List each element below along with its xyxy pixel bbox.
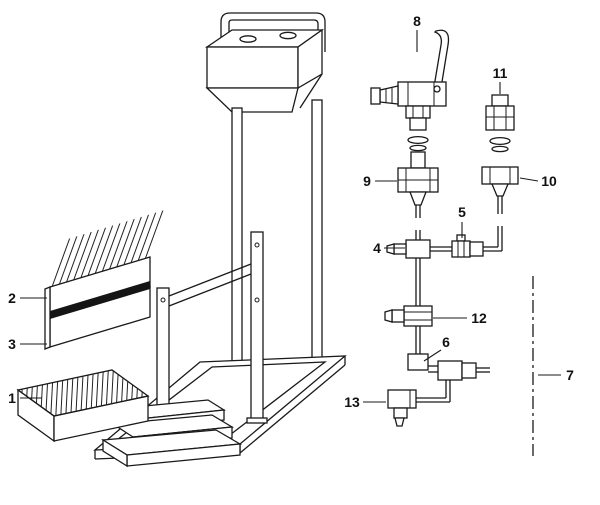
guard-crossbar bbox=[168, 273, 252, 307]
elbow-13-barb bbox=[394, 417, 405, 427]
valve-handle bbox=[433, 29, 450, 89]
part-label-11: 11 bbox=[493, 65, 508, 81]
valve-spout-tip bbox=[370, 87, 381, 105]
frame-tube-right bbox=[311, 99, 323, 359]
tee-12 bbox=[403, 305, 433, 327]
base-brush bbox=[16, 369, 150, 443]
part-label-3: 3 bbox=[8, 336, 16, 352]
valve-spout bbox=[379, 85, 399, 105]
brush-dark-band bbox=[50, 281, 150, 319]
tee-4 bbox=[405, 239, 431, 259]
step-side-1 bbox=[102, 438, 128, 468]
washer bbox=[489, 136, 511, 146]
elbow-13-down-leg bbox=[393, 407, 408, 419]
plumbing-assembly bbox=[370, 29, 519, 427]
tee-5 bbox=[451, 240, 471, 258]
valve-pivot-bolt bbox=[433, 85, 441, 93]
bracket-10 bbox=[481, 166, 519, 185]
part-labels: 1 2 3 4 5 6 7 8 9 10 11 12 13 bbox=[8, 13, 574, 410]
tee-4-left-outlet bbox=[393, 243, 407, 255]
washer bbox=[409, 144, 427, 152]
tee-4-barb bbox=[386, 243, 395, 255]
nozzle-9 bbox=[409, 191, 427, 206]
guard-foot-right bbox=[246, 417, 268, 424]
tank-hole-right bbox=[279, 31, 297, 40]
part-label-7: 7 bbox=[566, 367, 574, 383]
tank-hole-left bbox=[239, 35, 257, 43]
stand-frame bbox=[204, 12, 326, 377]
base-edge bbox=[239, 364, 346, 454]
part-label-8: 8 bbox=[413, 13, 421, 29]
handle-bar-inner bbox=[228, 19, 319, 52]
part-label-10: 10 bbox=[541, 173, 557, 189]
brush-board-side bbox=[44, 286, 51, 350]
guard-crossbar bbox=[168, 263, 252, 297]
part-label-5: 5 bbox=[458, 204, 466, 220]
hopper-side-line bbox=[299, 73, 323, 109]
tee-12-barb bbox=[384, 309, 393, 323]
guard-post-right bbox=[250, 231, 264, 421]
tee-12-left-outlet bbox=[391, 309, 405, 323]
elbow-13-body bbox=[387, 389, 417, 409]
side-brush-bristles bbox=[50, 209, 168, 287]
post-hole bbox=[254, 242, 260, 248]
valve-nut bbox=[405, 105, 431, 119]
part-label-2: 2 bbox=[8, 290, 16, 306]
valve-body bbox=[397, 81, 447, 107]
hopper bbox=[205, 87, 299, 113]
coupler bbox=[410, 151, 426, 169]
coupling bbox=[461, 362, 477, 379]
part-label-12: 12 bbox=[471, 310, 487, 326]
part-label-1: 1 bbox=[8, 390, 16, 406]
part-label-13: 13 bbox=[344, 394, 360, 410]
adapter bbox=[409, 117, 427, 131]
post-hole bbox=[254, 297, 260, 303]
leader-line-10 bbox=[519, 177, 539, 182]
frame-tube-left bbox=[231, 107, 243, 377]
handle-bar bbox=[220, 12, 326, 52]
leader-lines bbox=[20, 30, 561, 403]
washer bbox=[491, 145, 509, 153]
tee-5-stub bbox=[456, 234, 466, 242]
fitting-11-union bbox=[485, 105, 515, 131]
post-hole bbox=[160, 297, 166, 303]
part-label-9: 9 bbox=[363, 173, 371, 189]
fitting-11-cap bbox=[491, 94, 509, 107]
leader-line-6 bbox=[423, 349, 442, 362]
coupling bbox=[469, 241, 484, 257]
elbow-flange-6 bbox=[407, 353, 429, 371]
side-brush-assembly bbox=[44, 209, 168, 350]
guard-frame bbox=[152, 231, 268, 436]
washer bbox=[407, 135, 429, 145]
tank-front bbox=[206, 46, 299, 89]
nozzle-10 bbox=[491, 183, 509, 197]
tee-lower bbox=[437, 360, 463, 381]
base-brush-bristles bbox=[16, 369, 150, 417]
part-label-6: 6 bbox=[442, 334, 450, 350]
part-label-4: 4 bbox=[373, 240, 381, 256]
